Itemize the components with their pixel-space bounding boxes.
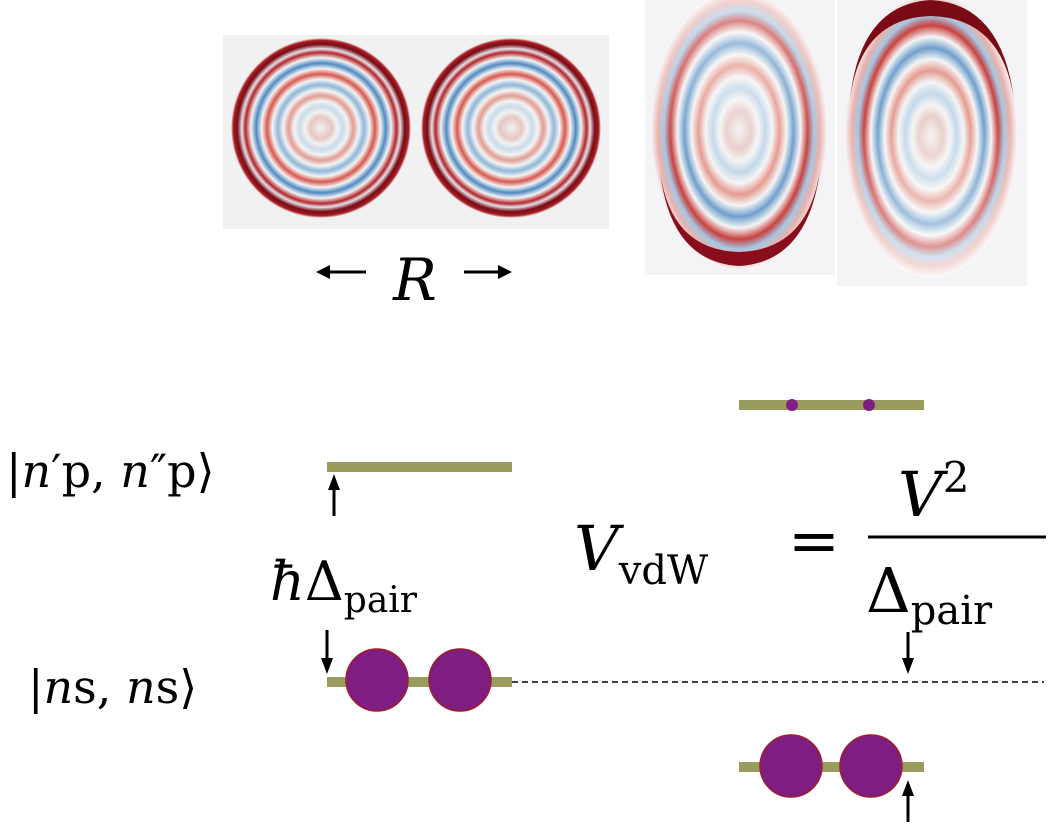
orbital-deformed-left xyxy=(651,0,827,270)
small-atom-1 xyxy=(786,399,798,411)
orbital-right xyxy=(421,38,601,218)
orbital-left xyxy=(231,38,411,218)
lower-state-label: |ns, ns⟩ xyxy=(28,660,197,714)
svg-text:Δpair: Δpair xyxy=(866,554,993,634)
gap-arrow-up-icon xyxy=(328,474,340,516)
deformed-orbitals-panel xyxy=(645,0,1027,286)
gap-arrow-down-icon xyxy=(321,630,333,674)
vdw-formula: VvdW = V2 Δpair xyxy=(574,453,1046,634)
left-arrow-icon xyxy=(316,265,366,279)
shift-arrow-down-icon xyxy=(902,632,914,674)
small-atom-2 xyxy=(863,399,875,411)
energy-gap-label: ħΔpair xyxy=(270,550,418,621)
separation-indicator: R xyxy=(316,246,512,314)
shifted-upper-level xyxy=(739,399,924,411)
orbital-deformed-right xyxy=(845,0,1017,278)
separation-label: R xyxy=(392,246,437,314)
atom-left-1 xyxy=(345,648,409,712)
atom-right-1 xyxy=(759,734,823,798)
shift-arrow-up-icon xyxy=(902,780,914,822)
lower-pair-level xyxy=(327,648,512,712)
right-arrow-icon xyxy=(464,265,512,279)
svg-text:=: = xyxy=(788,504,840,577)
shifted-lower-level xyxy=(739,734,924,798)
atom-left-2 xyxy=(428,648,492,712)
svg-text:V2: V2 xyxy=(898,453,970,531)
upper-state-label: |n′p, n″p⟩ xyxy=(6,444,215,498)
svg-text:VvdW: VvdW xyxy=(574,512,708,594)
atom-right-2 xyxy=(839,734,903,798)
spherical-orbitals-panel xyxy=(223,35,609,229)
